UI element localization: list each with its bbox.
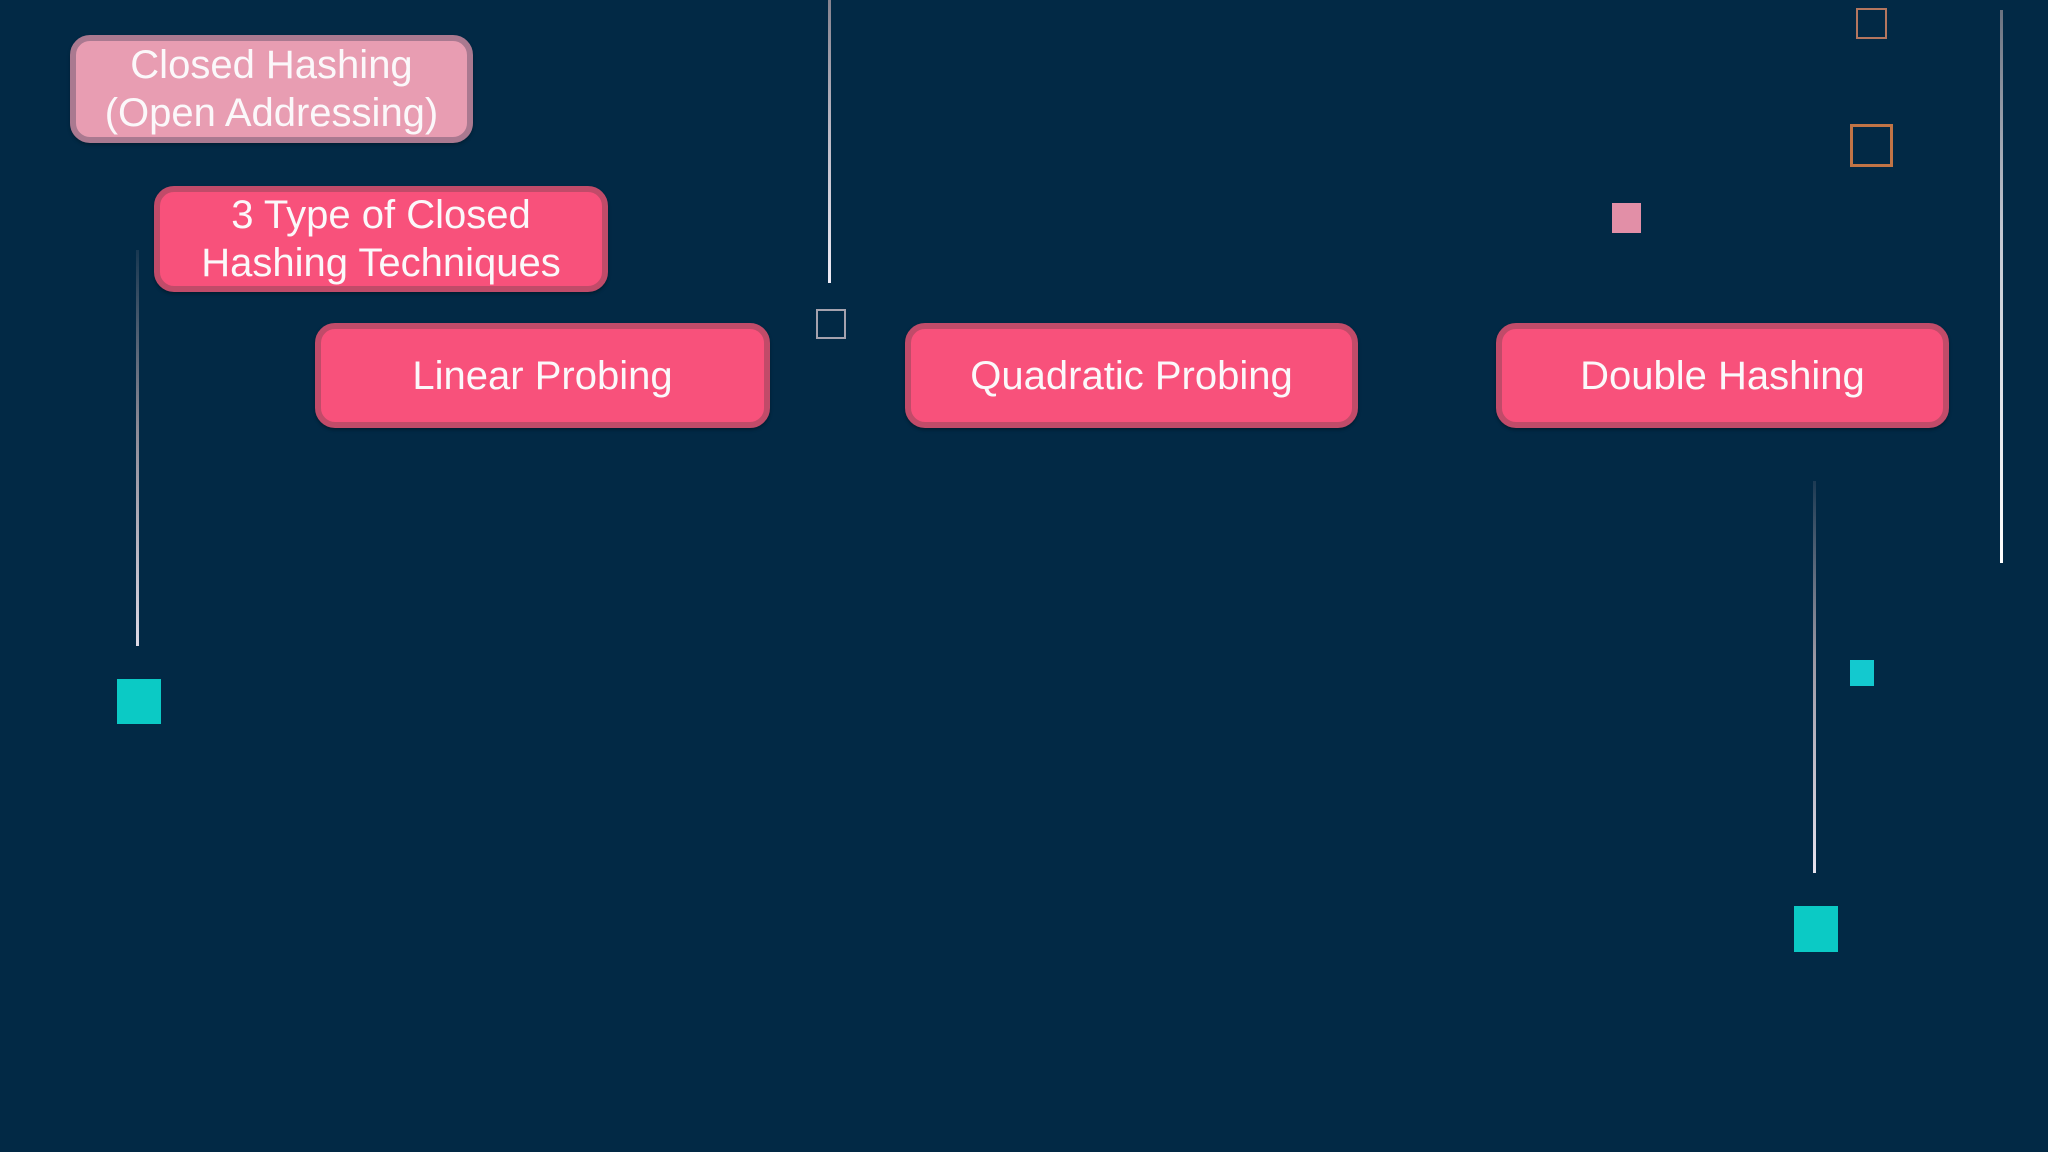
connector-line-right [1813,481,1816,873]
node-quadratic-probing[interactable]: Quadratic Probing [905,323,1358,428]
node-linear-probing[interactable]: Linear Probing [315,323,770,428]
pink-square-icon [1612,203,1641,233]
node-quadratic-probing-label: Quadratic Probing [970,353,1293,398]
connector-line-center [828,0,831,283]
node-double-hashing-label: Double Hashing [1580,353,1865,398]
connector-line-right-edge [2000,10,2003,563]
orange-outline-square-icon [1850,124,1893,167]
gray-outline-square-icon [816,309,846,339]
teal-square-left-icon [117,679,161,724]
teal-square-bottom-icon [1794,906,1838,952]
teal-square-small-icon [1850,660,1874,686]
node-types-header[interactable]: 3 Type of Closed Hashing Techniques [154,186,608,292]
connector-line-left [136,250,139,646]
node-closed-hashing[interactable]: Closed Hashing (Open Addressing) [70,35,473,143]
node-linear-probing-label: Linear Probing [412,353,673,398]
salmon-outline-square-icon [1856,8,1887,39]
node-closed-hashing-label: Closed Hashing (Open Addressing) [104,43,439,135]
node-types-header-label: 3 Type of Closed Hashing Techniques [201,193,561,285]
node-double-hashing[interactable]: Double Hashing [1496,323,1949,428]
